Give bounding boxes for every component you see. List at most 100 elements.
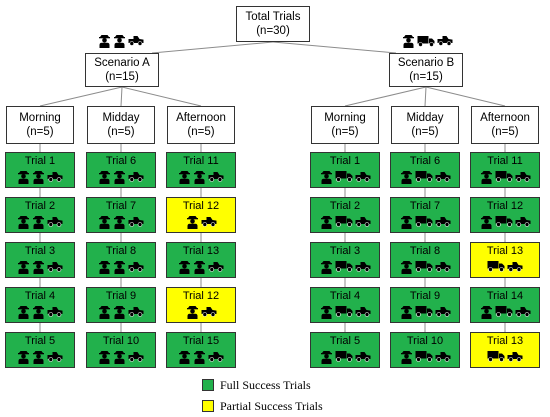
person-icon [400, 170, 412, 184]
time-of-day-title: Morning [324, 112, 366, 124]
trial-box: Trial 8 [86, 242, 156, 278]
pickup-truck-icon [435, 261, 450, 272]
trial-label: Trial 4 [329, 290, 361, 302]
pickup-truck-icon [128, 306, 144, 317]
trial-icons [87, 168, 155, 184]
trial-label: Trial 13 [182, 245, 220, 257]
scenario-to-time-line [120, 86, 123, 107]
trial-icons [471, 213, 539, 229]
person-icon [33, 305, 44, 319]
root-to-scenario-line [151, 41, 274, 54]
person-icon [400, 305, 412, 319]
trial-icons [311, 213, 379, 229]
person-icon [179, 170, 190, 184]
trial-icons [311, 258, 379, 274]
trial-box: Trial 14 [470, 287, 540, 323]
trial-box: Trial 13 [166, 242, 236, 278]
root-to-scenario-line [272, 41, 397, 54]
person-icon [18, 260, 29, 274]
legend-swatch-partial [202, 400, 214, 412]
trial-icons [391, 213, 459, 229]
trial-label: Trial 13 [486, 245, 524, 257]
trial-label: Trial 10 [102, 335, 140, 347]
person-icon [114, 350, 125, 364]
scenario-box: Scenario B(n=15) [389, 53, 463, 87]
time-of-day-count: (n=5) [491, 126, 519, 138]
trial-box: Trial 4 [5, 287, 75, 323]
time-of-day-title: Morning [19, 112, 61, 124]
box-truck-icon [495, 216, 512, 227]
person-icon [320, 260, 332, 274]
trial-label: Trial 14 [486, 290, 524, 302]
trial-label: Trial 11 [487, 155, 523, 167]
time-of-day-count: (n=5) [26, 126, 54, 138]
trial-label: Trial 6 [409, 155, 441, 167]
pickup-truck-icon [128, 171, 144, 182]
trial-icons [391, 303, 459, 319]
trial-box: Trial 13 [470, 332, 540, 368]
trial-icons [311, 168, 379, 184]
person-icon [480, 305, 492, 319]
pickup-truck-icon [47, 216, 63, 227]
box-truck-icon [415, 171, 432, 182]
trial-icons [167, 303, 235, 319]
time-of-day-box: Afternoon (n=5) [167, 106, 235, 144]
trial-icons [471, 303, 539, 319]
time-of-day-box: Morning(n=5) [311, 106, 379, 144]
trial-box: Trial 6 [390, 152, 460, 188]
box-truck-icon [415, 351, 432, 362]
pickup-truck-icon [515, 216, 530, 227]
trial-icons [311, 348, 379, 364]
trial-icons [391, 168, 459, 184]
person-icon [99, 35, 110, 49]
trial-box: Trial 13 [470, 242, 540, 278]
time-of-day-box: Midday(n=5) [87, 106, 155, 144]
total-trials-title: Total Trials [245, 11, 301, 23]
trial-label: Trial 9 [409, 290, 441, 302]
pickup-truck-icon [47, 306, 63, 317]
trial-icons [87, 213, 155, 229]
time-of-day-title: Afternoon [176, 112, 226, 124]
person-icon [99, 215, 110, 229]
person-icon [194, 350, 205, 364]
trial-icons [87, 303, 155, 319]
trial-box: Trial 8 [390, 242, 460, 278]
person-icon [18, 305, 29, 319]
person-icon [18, 215, 29, 229]
box-truck-icon [495, 171, 512, 182]
trial-label: Trial 2 [329, 200, 361, 212]
box-truck-icon [335, 306, 352, 317]
trial-icons [167, 168, 235, 184]
person-icon [403, 35, 414, 49]
trial-box: Trial 10 [86, 332, 156, 368]
person-icon [320, 350, 332, 364]
pickup-truck-icon [515, 171, 530, 182]
person-icon [320, 170, 332, 184]
trial-label: Trial 3 [329, 245, 361, 257]
trial-icons [311, 303, 379, 319]
box-truck-icon [417, 35, 435, 47]
trial-box: Trial 5 [5, 332, 75, 368]
pickup-truck-icon [208, 171, 224, 182]
person-icon [33, 215, 44, 229]
trial-icons [6, 213, 74, 229]
trial-label: Trial 5 [329, 335, 361, 347]
box-truck-icon [487, 261, 505, 272]
scenario-header-icons [401, 33, 454, 49]
scenario-title: Scenario A [94, 57, 150, 69]
time-of-day-count: (n=5) [187, 126, 215, 138]
pickup-truck-icon [208, 351, 224, 362]
trial-label: Trial 8 [409, 245, 441, 257]
pickup-truck-icon [128, 351, 144, 362]
person-icon [114, 260, 125, 274]
trial-label: Trial 12 [486, 200, 524, 212]
box-truck-icon [415, 261, 432, 272]
person-icon [194, 260, 205, 274]
trial-box: Trial 2 [310, 197, 380, 233]
trial-icons [6, 303, 74, 319]
pickup-truck-icon [515, 306, 530, 317]
scenario-to-time-line [39, 86, 123, 107]
person-icon [114, 215, 125, 229]
person-icon [114, 305, 125, 319]
pickup-truck-icon [355, 306, 370, 317]
